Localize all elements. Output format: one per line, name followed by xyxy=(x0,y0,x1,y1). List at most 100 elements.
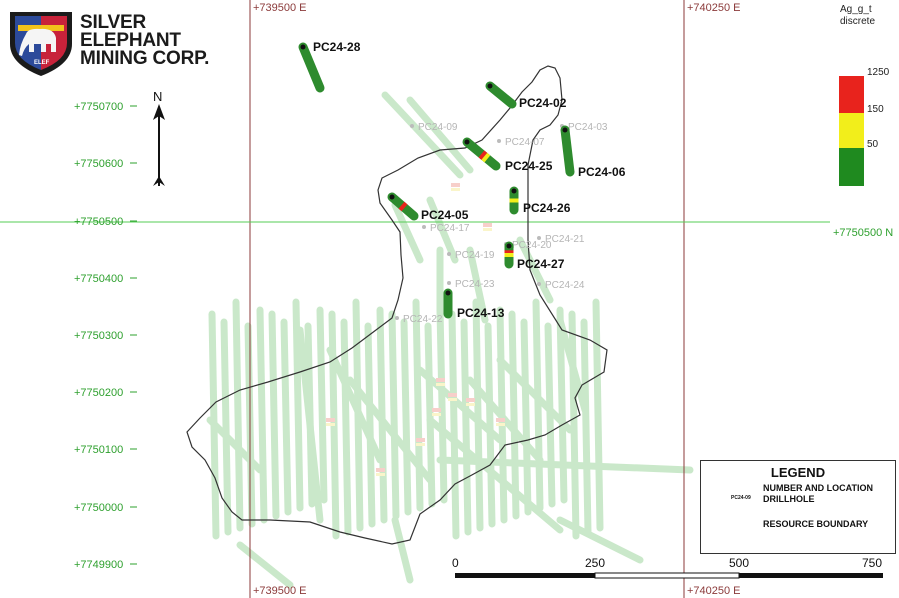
faint-drill-trace xyxy=(388,310,400,520)
faint-drill-trace xyxy=(232,298,244,532)
legend-boundary-text: RESOURCE BOUNDARY xyxy=(763,519,869,529)
faint-drillhole-collar xyxy=(497,139,501,143)
easting-label-top-2: +740250 E xyxy=(687,2,741,14)
faint-drillhole-label: PC24-23 xyxy=(455,279,495,290)
faint-drill-trace xyxy=(412,298,424,512)
faint-assay-mark xyxy=(466,403,475,406)
faint-assay-mark xyxy=(466,398,475,402)
faint-drill-trace xyxy=(426,196,459,264)
northing-label: +7750000 xyxy=(74,502,123,514)
drillhole-pc24-27: PC24-27 xyxy=(504,241,565,271)
faint-drill-trace xyxy=(436,306,448,504)
faint-assay-mark xyxy=(416,443,425,446)
drillhole-pc24-26: PC24-26 xyxy=(509,186,571,215)
drillhole-pc24-06: PC24-06 xyxy=(560,125,626,179)
faint-assay-mark xyxy=(483,228,492,231)
drillhole-trace xyxy=(560,125,575,177)
faint-assay-mark xyxy=(436,378,445,382)
faint-drillhole-label: PC24-21 xyxy=(545,234,585,245)
faint-drill-trace xyxy=(364,322,376,528)
faint-assay-mark xyxy=(448,398,457,401)
faint-drill-trace xyxy=(256,306,268,524)
faint-assay-mark xyxy=(376,468,385,472)
colorbar-mid xyxy=(839,113,864,148)
legend-title: LEGEND xyxy=(770,465,826,480)
drillhole-pc24-25: PC24-25 xyxy=(462,137,553,173)
drillhole-collar xyxy=(487,83,493,89)
faint-drill-trace xyxy=(592,298,604,532)
faint-drillhole-collar xyxy=(410,124,414,128)
drillhole-collar xyxy=(389,194,395,200)
faint-drill-trace xyxy=(406,96,474,174)
faint-drill-trace xyxy=(416,366,504,444)
drillhole-label: PC24-13 xyxy=(457,306,505,320)
easting-label-bottom-1: +739500 E xyxy=(253,585,307,597)
faint-drill-trace xyxy=(556,516,644,564)
northing-label: +7750200 xyxy=(74,387,123,399)
faint-drillhole-label: PC24-03 xyxy=(568,122,608,133)
drillhole-label: PC24-02 xyxy=(519,96,567,110)
faint-assay-mark xyxy=(436,383,445,386)
faint-drillhole-label: PC24-09 xyxy=(418,122,458,133)
faint-drill-trace xyxy=(580,318,592,536)
drillhole-label: PC24-26 xyxy=(523,201,571,215)
colorbar xyxy=(839,76,864,186)
faint-drill-trace xyxy=(448,310,460,540)
faint-drill-trace xyxy=(296,326,324,524)
legend-drillhole-line2: DRILLHOLE xyxy=(763,494,815,504)
company-logo: ELEF SILVER ELEPHANT MINING CORP. xyxy=(6,6,226,78)
faint-drill-trace xyxy=(424,322,436,508)
faint-assay-mark xyxy=(416,438,425,442)
faint-drill-trace xyxy=(426,416,564,534)
faint-assay-mark xyxy=(432,413,441,416)
faint-drill-trace xyxy=(508,310,520,520)
faint-drill-trace xyxy=(466,246,489,324)
drillhole-pc24-28: PC24-28 xyxy=(298,40,361,93)
drillhole-collar xyxy=(300,44,306,50)
faint-drillhole-collar xyxy=(447,281,451,285)
faint-drillhole-collar xyxy=(395,316,399,320)
faint-drill-trace xyxy=(236,541,294,589)
faint-drill-trace xyxy=(292,298,304,512)
faint-drill-trace xyxy=(391,516,414,584)
faint-drill-trace xyxy=(268,310,280,520)
scale-bar xyxy=(455,572,883,579)
drillhole-pc24-02: PC24-02 xyxy=(485,81,567,110)
company-name: SILVER ELEPHANT MINING CORP. xyxy=(80,13,209,68)
faint-drill-trace xyxy=(520,318,532,516)
assay-band xyxy=(398,201,408,212)
drillhole-trace xyxy=(298,42,325,93)
drillhole-pc24-05: PC24-05 xyxy=(387,192,469,222)
faint-drill-trace xyxy=(381,91,464,179)
faint-drillhole-label: PC24-19 xyxy=(455,250,495,261)
legend-box: LEGEND PC24-09 NUMBER AND LOCATION DRILL… xyxy=(700,460,896,554)
resource-boundary xyxy=(186,65,608,545)
colorbar-title-line1: Ag_g_t xyxy=(840,4,872,15)
colorbar-tick-150: 150 xyxy=(867,104,884,115)
drillhole-label: PC24-28 xyxy=(313,40,361,54)
assay-band xyxy=(481,152,491,163)
faint-drill-trace xyxy=(206,416,264,474)
faint-drill-trace xyxy=(516,236,554,304)
faint-drillhole-collar xyxy=(537,236,541,240)
faint-drillhole-collar xyxy=(447,252,451,256)
faint-assay-mark xyxy=(326,418,335,422)
faint-assay-mark xyxy=(326,423,335,426)
faint-drill-trace xyxy=(532,298,544,512)
faint-drill-trace xyxy=(472,298,484,532)
faint-assay-mark xyxy=(448,393,457,397)
faint-drillhole-label: PC24-17 xyxy=(430,223,470,234)
north-arrow-icon xyxy=(153,104,165,186)
faint-drill-trace xyxy=(220,318,232,536)
colorbar-high xyxy=(839,76,864,113)
drillhole-collar xyxy=(511,188,517,194)
northing-label: +7750400 xyxy=(74,273,123,285)
faint-assay-mark xyxy=(496,418,505,422)
faint-drill-trace xyxy=(391,201,424,264)
scale-label-500: 500 xyxy=(729,556,750,570)
faint-assay-mark xyxy=(483,223,492,227)
drillhole-label: PC24-27 xyxy=(517,257,565,271)
legend-drillhole-line1: NUMBER AND LOCATION xyxy=(763,483,873,493)
faint-assay-mark xyxy=(451,188,460,191)
drillhole-label: PC24-06 xyxy=(578,165,626,179)
